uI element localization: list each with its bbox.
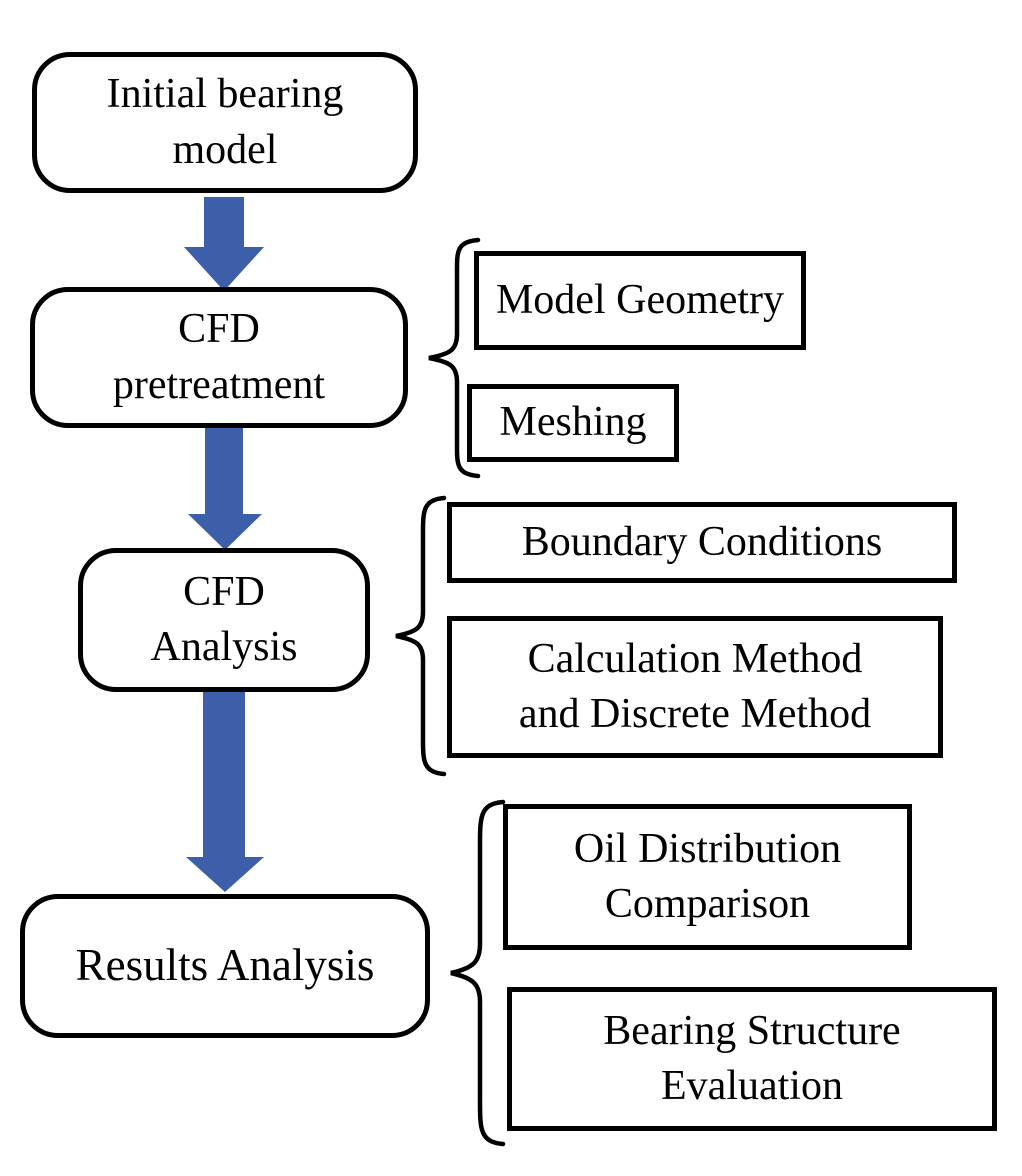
curly-brace-results-analysis-icon <box>450 799 506 1147</box>
curly-brace-cfd-pretreatment-icon <box>428 237 481 479</box>
down-arrow-shape <box>188 428 262 550</box>
detail-box-model-geometry: Model Geometry <box>474 251 806 350</box>
down-arrow-shape <box>186 692 264 892</box>
detail-box-calculation-method: Calculation Method and Discrete Method <box>447 616 943 758</box>
detail-box-oil-distribution-comparison: Oil Distribution Comparison <box>503 804 912 950</box>
down-arrow-shape <box>184 197 264 291</box>
node-cfd-analysis-label: CFD Analysis <box>150 568 298 670</box>
detail-box-boundary-conditions: Boundary Conditions <box>447 502 957 583</box>
node-results-analysis-label: Results Analysis <box>75 940 375 991</box>
down-arrow-icon <box>186 692 264 892</box>
detail-box-bearing-structure-evaluation: Bearing Structure Evaluation <box>507 987 997 1131</box>
curly-brace-shape <box>450 799 506 1147</box>
curly-brace-shape <box>395 495 447 777</box>
curly-brace-shape <box>428 237 481 479</box>
down-arrow-icon <box>188 428 262 550</box>
node-cfd-analysis: CFD Analysis <box>78 548 370 692</box>
node-initial-bearing-model-label: Initial bearing model <box>106 71 344 173</box>
curly-brace-cfd-analysis-icon <box>395 495 447 777</box>
detail-calculation-method-label: Calculation Method and Discrete Method <box>518 635 872 737</box>
node-results-analysis: Results Analysis <box>20 894 430 1038</box>
detail-meshing-label: Meshing <box>499 399 647 446</box>
detail-boundary-conditions-label: Boundary Conditions <box>521 518 883 565</box>
down-arrow-icon <box>184 197 264 291</box>
node-cfd-pretreatment: CFD pretreatment <box>30 287 408 428</box>
detail-model-geometry-label: Model Geometry <box>495 276 785 323</box>
node-cfd-pretreatment-label: CFD pretreatment <box>112 306 326 408</box>
node-initial-bearing-model: Initial bearing model <box>32 52 418 193</box>
detail-oil-distribution-label: Oil Distribution Comparison <box>573 825 842 927</box>
detail-bearing-structure-label: Bearing Structure Evaluation <box>603 1007 901 1109</box>
detail-box-meshing: Meshing <box>467 384 679 462</box>
